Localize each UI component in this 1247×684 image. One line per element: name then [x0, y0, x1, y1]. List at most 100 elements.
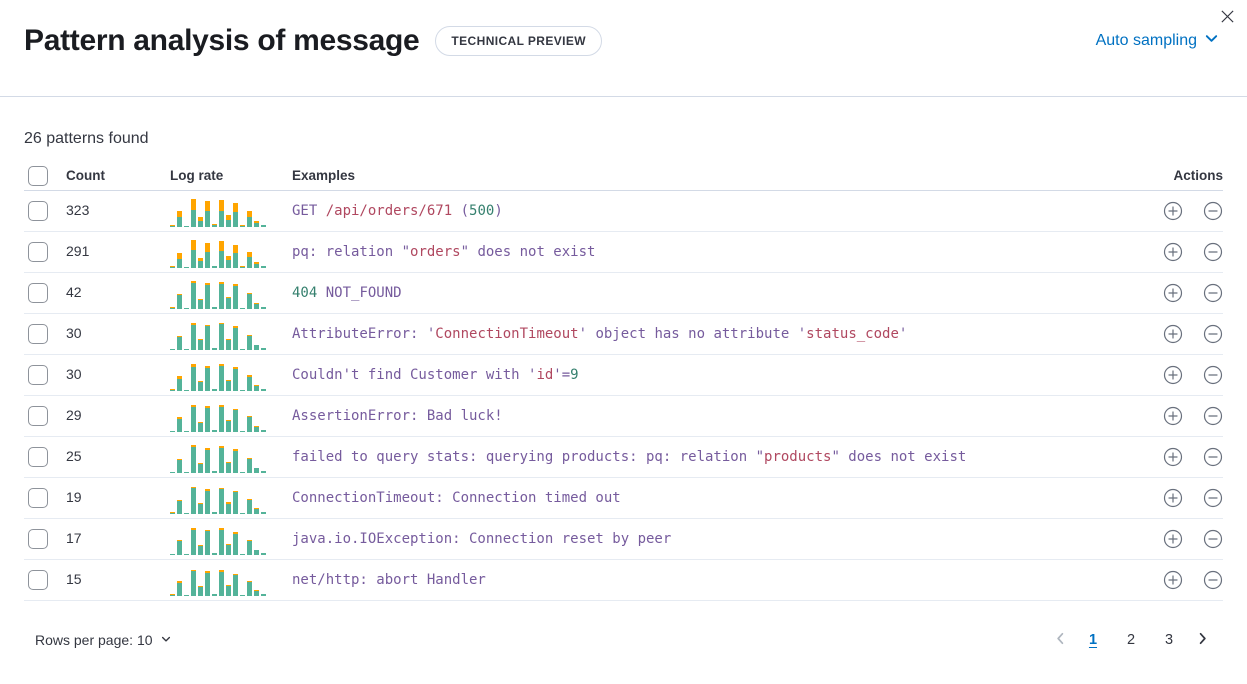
sparkline-bar: [240, 307, 245, 309]
plus-circle-icon: [1163, 201, 1183, 224]
sparkline-bar: [219, 240, 224, 268]
sparkline-bar: [170, 348, 175, 350]
sparkline-bar: [212, 306, 217, 309]
sparkline-bar: [254, 220, 259, 227]
select-all-checkbox[interactable]: [28, 165, 48, 186]
plus-circle-icon: [1163, 365, 1183, 388]
sparkline-bar: [170, 265, 175, 268]
sparkline-bar: [184, 225, 189, 227]
sampling-dropdown[interactable]: Auto sampling: [1096, 31, 1219, 51]
example-token: NOT_FOUND: [317, 285, 402, 301]
sparkline-bar: [177, 252, 182, 268]
filter-out-pattern-button[interactable]: [1203, 365, 1223, 385]
filter-in-pattern-button[interactable]: [1163, 324, 1183, 344]
sparkline-bar: [205, 529, 210, 555]
patterns-found-count: 26 patterns found: [24, 130, 149, 147]
sparkline-bar: [184, 553, 189, 555]
row-checkbox[interactable]: [28, 570, 48, 590]
sparkline-bar: [205, 488, 210, 514]
filter-out-pattern-button[interactable]: [1203, 570, 1223, 590]
sparkline-bar: [198, 380, 203, 391]
close-button[interactable]: [1214, 5, 1240, 31]
previous-page-button[interactable]: [1049, 629, 1071, 651]
page-button-2[interactable]: 2: [1119, 628, 1143, 652]
filter-in-pattern-button[interactable]: [1163, 447, 1183, 467]
sparkline-bar: [254, 302, 259, 309]
sparkline-bar: [212, 388, 217, 391]
minus-circle-icon: [1203, 283, 1223, 306]
rows-per-page-dropdown[interactable]: Rows per page: 10: [35, 632, 172, 648]
row-checkbox[interactable]: [28, 447, 48, 467]
plus-circle-icon: [1163, 242, 1183, 265]
sparkline-bar: [226, 255, 231, 268]
sparkline-bar: [184, 389, 189, 391]
page-button-1[interactable]: 1: [1081, 628, 1105, 652]
filter-out-pattern-button[interactable]: [1203, 201, 1223, 221]
sparkline-bar: [247, 251, 252, 268]
sparkline-bar: [170, 511, 175, 514]
row-checkbox[interactable]: [28, 324, 48, 344]
filter-in-pattern-button[interactable]: [1163, 201, 1183, 221]
log-rate-sparkline: [170, 401, 270, 432]
sparkline-bar: [233, 573, 238, 596]
example-token: 404: [292, 285, 318, 301]
filter-in-pattern-button[interactable]: [1163, 488, 1183, 508]
sparkline-bar: [198, 544, 203, 555]
sparkline-bar: [254, 589, 259, 596]
log-rate-sparkline: [170, 278, 270, 309]
sparkline-bar: [205, 282, 210, 309]
row-count: 42: [66, 284, 82, 300]
sparkline-bar: [240, 265, 245, 268]
plus-circle-icon: [1163, 570, 1183, 593]
sparkline-bar: [198, 216, 203, 227]
sparkline-bar: [254, 384, 259, 391]
example-text: GET /api/orders/671 (500): [292, 203, 1133, 219]
row-count: 29: [66, 407, 82, 423]
minus-circle-icon: [1203, 447, 1223, 470]
filter-in-pattern-button[interactable]: [1163, 406, 1183, 426]
close-icon: [1220, 9, 1235, 27]
log-rate-sparkline: [170, 237, 270, 268]
sparkline-bar: [219, 569, 224, 596]
filter-in-pattern-button[interactable]: [1163, 365, 1183, 385]
page-button-3[interactable]: 3: [1157, 628, 1181, 652]
filter-in-pattern-button[interactable]: [1163, 242, 1183, 262]
filter-out-pattern-button[interactable]: [1203, 406, 1223, 426]
sparkline-bar: [233, 202, 238, 227]
table-row: 30 Couldn't find Customer with 'id'=9: [24, 355, 1223, 396]
filter-in-pattern-button[interactable]: [1163, 570, 1183, 590]
filter-out-pattern-button[interactable]: [1203, 283, 1223, 303]
sparkline-bar: [247, 457, 252, 473]
row-checkbox[interactable]: [28, 242, 48, 262]
sparkline-bar: [226, 419, 231, 432]
sparkline-bar: [191, 527, 196, 555]
row-checkbox[interactable]: [28, 283, 48, 303]
sparkline-bar: [219, 445, 224, 473]
row-checkbox[interactable]: [28, 406, 48, 426]
row-checkbox[interactable]: [28, 529, 48, 549]
row-checkbox[interactable]: [28, 365, 48, 385]
filter-in-pattern-button[interactable]: [1163, 283, 1183, 303]
page-title: Pattern analysis of message: [24, 24, 420, 57]
filter-out-pattern-button[interactable]: [1203, 242, 1223, 262]
example-token: /api/orders/671: [325, 203, 453, 219]
sparkline-bar: [191, 569, 196, 596]
sparkline-bar: [205, 200, 210, 227]
sparkline-bar: [205, 570, 210, 596]
sparkline-bar: [177, 458, 182, 473]
filter-out-pattern-button[interactable]: [1203, 529, 1223, 549]
sparkline-bar: [219, 527, 224, 555]
filter-out-pattern-button[interactable]: [1203, 447, 1223, 467]
sparkline-bar: [240, 389, 245, 391]
minus-circle-icon: [1203, 324, 1223, 347]
filter-out-pattern-button[interactable]: [1203, 324, 1223, 344]
sparkline-bar: [240, 553, 245, 555]
filter-in-pattern-button[interactable]: [1163, 529, 1183, 549]
filter-out-pattern-button[interactable]: [1203, 488, 1223, 508]
next-page-button[interactable]: [1191, 629, 1213, 651]
row-checkbox[interactable]: [28, 488, 48, 508]
row-checkbox[interactable]: [28, 201, 48, 221]
sparkline-bar: [247, 292, 252, 309]
row-count: 25: [66, 448, 82, 464]
